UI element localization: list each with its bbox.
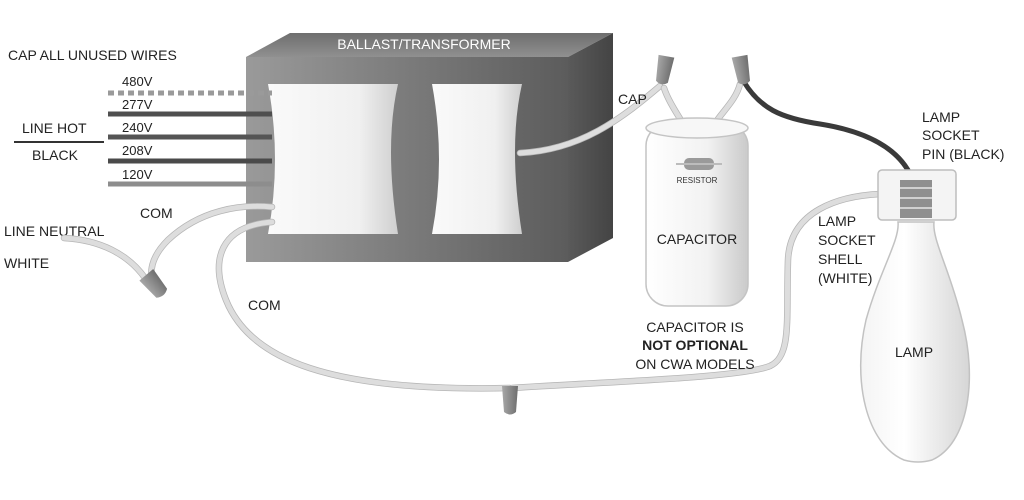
lamp-label: LAMP bbox=[895, 344, 933, 360]
com-label-lower: COM bbox=[248, 297, 281, 313]
capacitor-note-line1: CAPACITOR IS bbox=[646, 319, 744, 335]
lamp-socket-shell-label-4: (WHITE) bbox=[818, 270, 872, 286]
line-neutral-color-label: WHITE bbox=[4, 255, 49, 271]
com-label-upper: COM bbox=[140, 205, 173, 221]
line-neutral-label: LINE NEUTRAL bbox=[4, 223, 105, 239]
line-hot-label: LINE HOT bbox=[22, 120, 87, 136]
lamp-socket-shell-label-2: SOCKET bbox=[818, 232, 876, 248]
wire-nut-neutral bbox=[139, 269, 168, 298]
tap-label-120v: 120V bbox=[122, 167, 153, 182]
tap-label-277v: 277V bbox=[122, 97, 153, 112]
tap-label-480v: 480V bbox=[122, 74, 153, 89]
line-hot-color-label: BLACK bbox=[32, 147, 79, 163]
cap-label: CAP bbox=[618, 91, 647, 107]
lamp-socket-shell-label-3: SHELL bbox=[818, 251, 863, 267]
capacitor-body bbox=[645, 123, 749, 307]
capacitor-note-line2: NOT OPTIONAL bbox=[642, 337, 748, 353]
tap-leads: 480V 277V 240V 208V 120V bbox=[108, 74, 272, 187]
ballast-title: BALLAST/TRANSFORMER bbox=[337, 36, 510, 52]
capacitor-label: CAPACITOR bbox=[657, 231, 737, 247]
lamp-socket-shell-label-1: LAMP bbox=[818, 213, 856, 229]
wire-nut-cap-right bbox=[731, 54, 750, 85]
resistor-label: RESISTOR bbox=[677, 176, 718, 185]
capacitor-top bbox=[645, 117, 749, 139]
ballast-coil-left bbox=[268, 84, 398, 234]
lamp-socket-pin-label-3: PIN (BLACK) bbox=[922, 146, 1004, 162]
capacitor: RESISTOR CAPACITOR bbox=[645, 117, 749, 307]
tap-label-240v: 240V bbox=[122, 120, 153, 135]
lamp-socket-pin-label-1: LAMP bbox=[922, 109, 960, 125]
ballast-coil-right bbox=[432, 84, 522, 234]
lamp-pin-wire bbox=[741, 79, 915, 181]
ballast-side-face bbox=[568, 33, 613, 262]
tap-label-208v: 208V bbox=[122, 143, 153, 158]
lamp-assembly: LAMP bbox=[859, 169, 971, 463]
wire-nut-cap-left bbox=[656, 54, 675, 85]
wire-nut-common bbox=[502, 386, 518, 415]
capacitor-note-line3: ON CWA MODELS bbox=[635, 356, 754, 372]
ballast-transformer: BALLAST/TRANSFORMER bbox=[246, 33, 613, 262]
cap-unused-wires-note: CAP ALL UNUSED WIRES bbox=[8, 47, 177, 63]
lamp-bulb bbox=[859, 221, 971, 463]
lamp-socket-pin-label-2: SOCKET bbox=[922, 127, 980, 143]
ballast-top-face bbox=[246, 33, 613, 57]
